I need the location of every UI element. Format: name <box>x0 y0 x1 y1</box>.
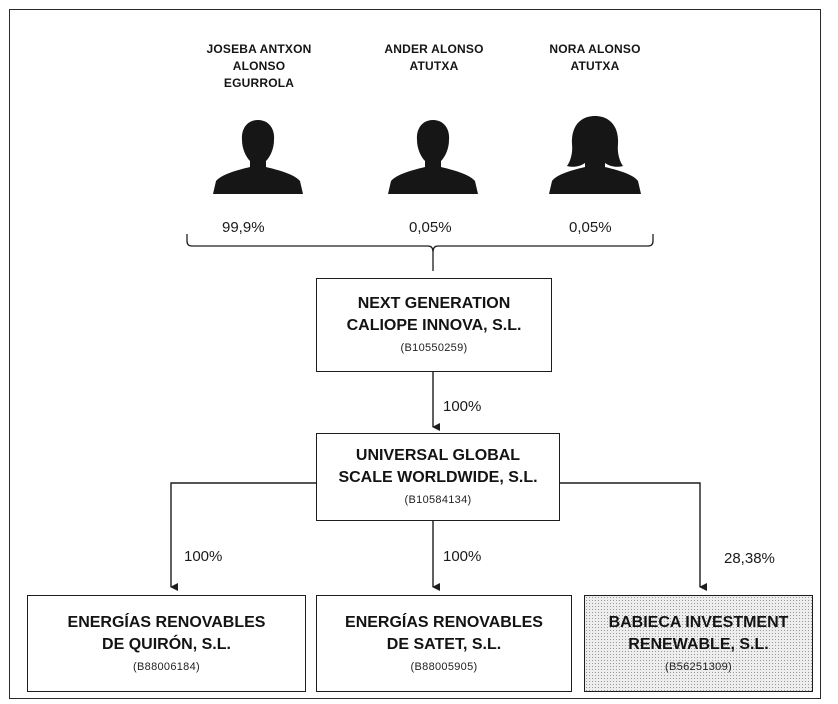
male-person-icon <box>388 120 478 194</box>
company-name-line: DE SATET, S.L. <box>386 635 502 653</box>
company-name-line: BABIECA INVESTMENT <box>608 613 789 631</box>
holding-company-box: NEXT GENERATION CALIOPE INNOVA, S.L. (B1… <box>316 278 552 372</box>
company-name-line: ENERGÍAS RENOVABLES <box>345 613 543 631</box>
subholding-company-box: UNIVERSAL GLOBAL SCALE WORLDWIDE, S.L. (… <box>316 433 560 521</box>
subsidiary-share-1: 100% <box>184 548 223 565</box>
company-name-line: CALIOPE INNOVA, S.L. <box>346 317 522 334</box>
holding-to-sub-share: 100% <box>443 398 482 415</box>
name-line: ALONSO <box>232 59 286 73</box>
subsidiary-share-2: 100% <box>443 548 482 565</box>
company-name-line: SCALE WORLDWIDE, S.L. <box>338 469 538 486</box>
shareholder-name-1: JOSEBA ANTXON ALONSO EGURROLA <box>184 41 334 92</box>
company-name-line: NEXT GENERATION <box>357 295 511 312</box>
company-name-line: RENEWABLE, S.L. <box>628 635 769 653</box>
subsidiary-box-satet: ENERGÍAS RENOVABLES DE SATET, S.L. (B880… <box>316 595 572 692</box>
arrow-to-quiron <box>170 482 316 591</box>
company-tax-id: (B88006184) <box>133 660 200 673</box>
name-line: ATUTXA <box>409 59 459 73</box>
shareholder-share-1: 99,9% <box>222 219 265 236</box>
arrow-to-babieca <box>560 482 707 591</box>
company-tax-id: (B10584134) <box>404 494 472 506</box>
company-tax-id: (B10550259) <box>400 342 468 354</box>
subsidiary-box-quiron: ENERGÍAS RENOVABLES DE QUIRÓN, S.L. (B88… <box>27 595 306 692</box>
shareholder-share-2: 0,05% <box>409 219 452 236</box>
name-line: ATUTXA <box>570 59 620 73</box>
male-person-icon <box>213 120 303 194</box>
subsidiary-box-babieca: BABIECA INVESTMENT RENEWABLE, S.L. (B562… <box>584 595 813 692</box>
company-tax-id: (B88005905) <box>410 660 478 673</box>
name-line: ANDER ALONSO <box>384 42 484 56</box>
shareholder-share-3: 0,05% <box>569 219 612 236</box>
company-name-line: ENERGÍAS RENOVABLES <box>67 613 266 631</box>
company-name-line: UNIVERSAL GLOBAL <box>355 447 521 464</box>
company-tax-id: (B56251309) <box>665 660 732 673</box>
name-line: JOSEBA ANTXON <box>206 42 312 56</box>
shareholder-name-2: ANDER ALONSO ATUTXA <box>359 41 509 75</box>
shareholder-name-3: NORA ALONSO ATUTXA <box>520 41 670 75</box>
subsidiary-share-3: 28,38% <box>724 550 775 567</box>
company-name-line: DE QUIRÓN, S.L. <box>102 635 231 653</box>
female-person-icon <box>549 116 641 194</box>
name-line: NORA ALONSO <box>549 42 641 56</box>
name-line: EGURROLA <box>223 76 295 90</box>
shareholder-brace <box>186 234 654 253</box>
